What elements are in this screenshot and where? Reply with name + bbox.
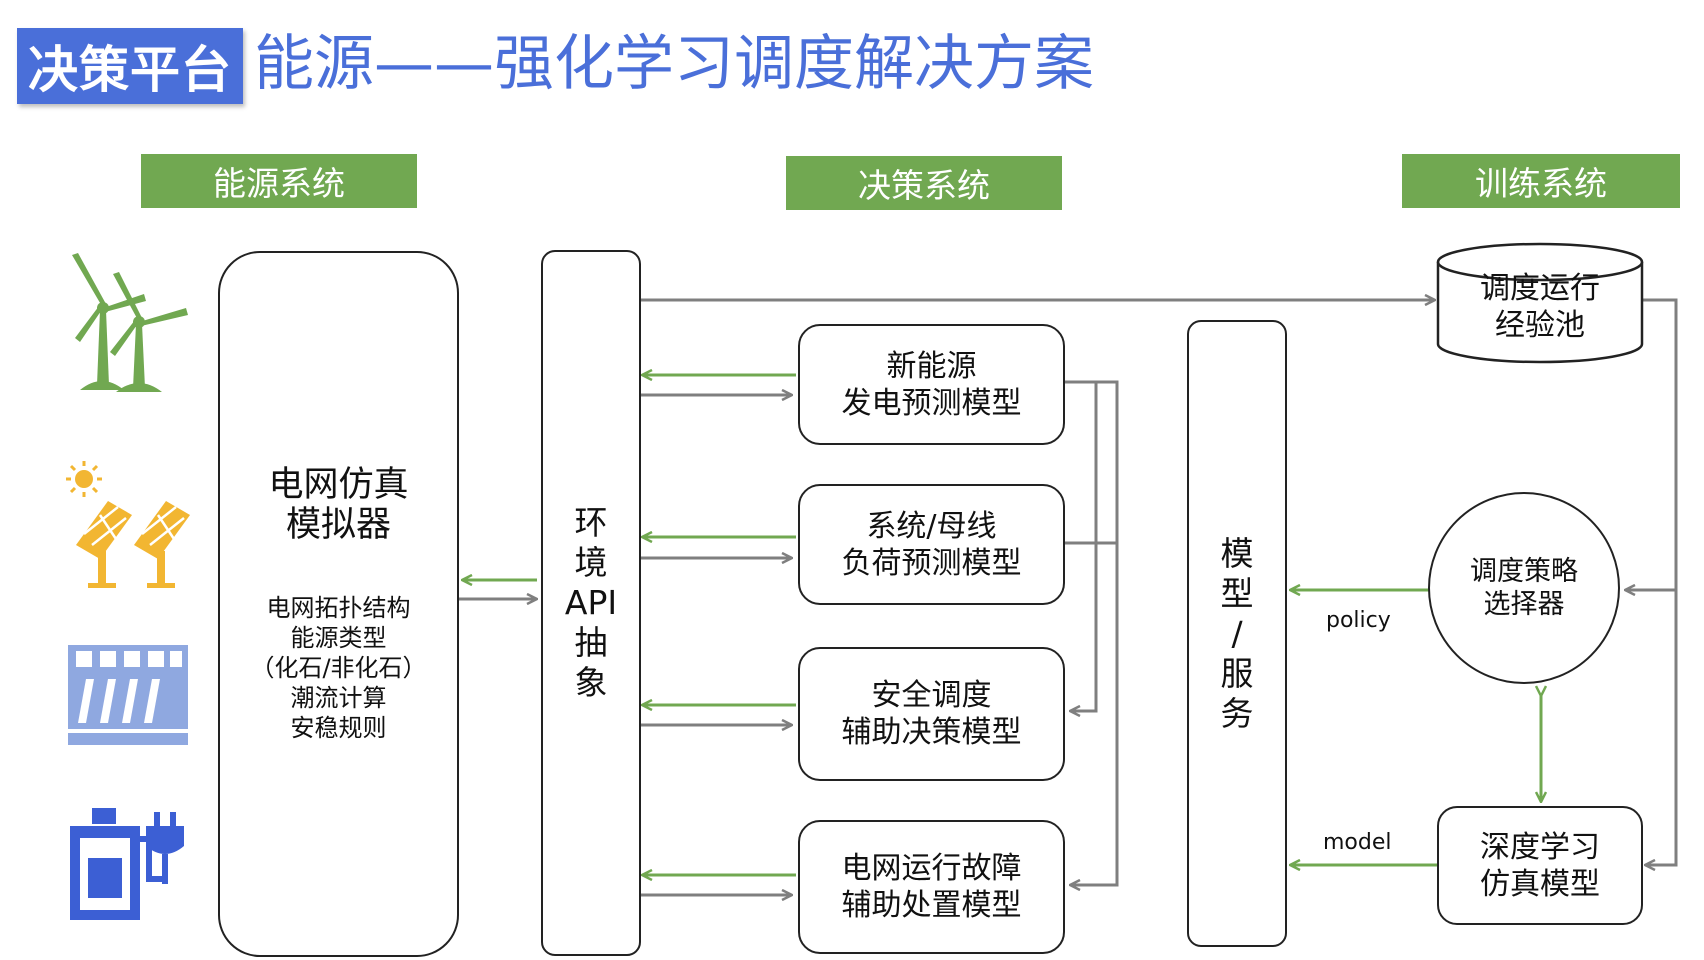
safety-dispatch-model-box: 安全调度 辅助决策模型 [798,647,1065,781]
env-api-label: 环 境 API 抽 象 [564,503,618,702]
grid-simulator-title: 电网仿真 模拟器 [268,465,409,545]
model-service-label: 模 型 / 服 务 [1220,533,1254,733]
factory-icon [68,645,188,745]
deep-learning-model-box: 深度学习 仿真模型 [1437,806,1643,925]
section-energy-system: 能源系统 [141,154,417,208]
model-label-edge: model [1323,830,1392,855]
model-label: 电网运行故障 辅助处置模型 [841,851,1022,923]
solar-panel-icon [66,461,190,588]
env-api-abstraction-box: 环 境 API 抽 象 [541,250,641,956]
section-decision-system: 决策系统 [786,156,1062,210]
platform-badge: 决策平台 [17,28,243,104]
model-label: 新能源 发电预测模型 [841,348,1022,421]
load-forecast-model-box: 系统/母线 负荷预测模型 [798,484,1065,605]
strategy-selector-label: 调度策略 选择器 [1470,556,1578,620]
model-label: 安全调度 辅助决策模型 [841,678,1022,750]
section-training-system: 训练系统 [1402,154,1680,208]
power-plug-icon [70,808,184,920]
deep-learning-label: 深度学习 仿真模型 [1480,829,1600,902]
grid-simulator-box: 电网仿真 模拟器 电网拓扑结构 能源类型 （化石/非化石） 潮流计算 安稳规则 [218,251,459,957]
renewable-forecast-model-box: 新能源 发电预测模型 [798,324,1065,445]
experience-pool-cylinder [1436,242,1644,364]
wind-turbine-icon [72,253,188,392]
experience-pool-label: 调度运行 经验池 [1480,271,1600,343]
strategy-selector-circle: 调度策略 选择器 [1428,492,1620,684]
grid-simulator-description: 电网拓扑结构 能源类型 （化石/非化石） 潮流计算 安稳规则 [250,594,427,742]
model-service-box: 模 型 / 服 务 [1187,320,1287,947]
fault-handling-model-box: 电网运行故障 辅助处置模型 [798,820,1065,954]
page-title: 能源——强化学习调度解决方案 [254,29,1094,99]
model-label: 系统/母线 负荷预测模型 [841,508,1022,581]
policy-label: policy [1326,608,1391,633]
